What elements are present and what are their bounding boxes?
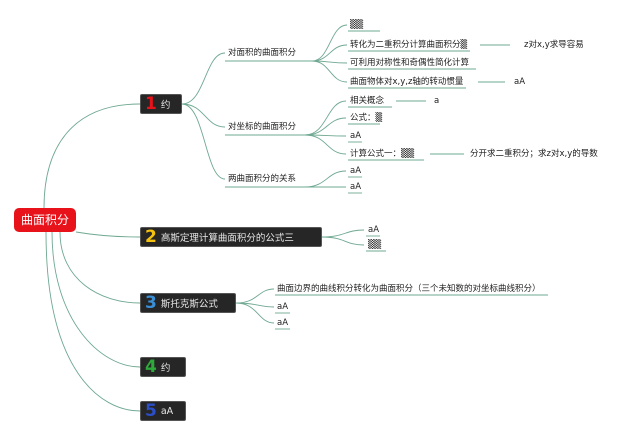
stokes-item-3[interactable]: aA: [277, 318, 289, 328]
coord-item-4[interactable]: 计算公式一：▒▒: [350, 149, 415, 159]
subtopic-integral-relation[interactable]: 两曲面积分的关系: [228, 174, 297, 184]
stokes-item-2[interactable]: aA: [277, 302, 289, 312]
area-item-1[interactable]: ▒▒: [350, 20, 364, 30]
branch-node-3[interactable]: 3 斯托克斯公式: [140, 293, 236, 313]
branch-number-3: 3: [145, 293, 157, 313]
area-note-derivative[interactable]: z对x,y求导容易: [524, 40, 584, 50]
branch-node-1[interactable]: 1 约: [140, 94, 182, 114]
gauss-item-1[interactable]: aA: [368, 225, 380, 235]
branch-label-5: aA: [160, 405, 174, 417]
gauss-item-2[interactable]: ▒▒: [368, 240, 382, 250]
branch-node-4[interactable]: 4 约: [140, 357, 186, 377]
area-item-2[interactable]: 转化为二重积分计算曲面积分▒: [350, 40, 468, 50]
branch-label-3: 斯托克斯公式: [160, 299, 218, 310]
subtopic-coordinate-integral[interactable]: 对坐标的曲面积分: [228, 122, 297, 132]
coord-note-formula[interactable]: 分开求二重积分；求z对x,y的导数: [470, 149, 598, 159]
branch-number-5: 5: [145, 401, 157, 421]
coord-note-concept[interactable]: a: [434, 96, 440, 106]
subtopic-area-integral[interactable]: 对面积的曲面积分: [228, 48, 297, 58]
coord-item-3[interactable]: aA: [350, 131, 362, 141]
branch-label-2: 高斯定理计算曲面积分的公式三: [160, 233, 294, 244]
relation-item-1[interactable]: aA: [350, 166, 362, 176]
stokes-item-1[interactable]: 曲面边界的曲线积分转化为曲面积分（三个未知数的对坐标曲线积分）: [277, 284, 541, 294]
branch-label-1: 约: [160, 100, 171, 111]
area-item-3[interactable]: 可利用对称性和奇偶性简化计算: [350, 58, 470, 68]
coord-item-2[interactable]: 公式：▒: [350, 113, 383, 123]
branch-number-1: 1: [145, 94, 157, 114]
branch-number-4: 4: [145, 357, 157, 377]
branch-node-2[interactable]: 2 高斯定理计算曲面积分的公式三: [140, 227, 322, 247]
branch-label-4: 约: [160, 363, 171, 374]
relation-item-2[interactable]: aA: [350, 182, 362, 192]
root-node[interactable]: 曲面积分: [14, 208, 76, 232]
area-item-4[interactable]: 曲面物体对x,y,z轴的转动惯量: [350, 77, 464, 87]
branch-node-5[interactable]: 5 aA: [140, 401, 186, 421]
area-note-inertia[interactable]: aA: [514, 77, 526, 87]
coord-item-1[interactable]: 相关概念: [350, 96, 385, 106]
branch-number-2: 2: [145, 227, 157, 247]
